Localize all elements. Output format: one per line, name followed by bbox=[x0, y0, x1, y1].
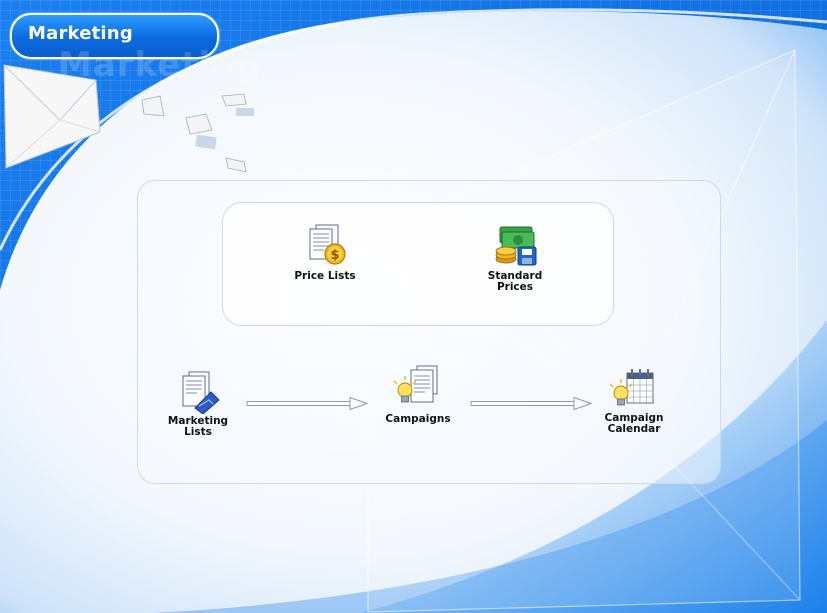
document-dollar-icon: $ bbox=[309, 224, 346, 265]
pricing-panel bbox=[222, 202, 614, 326]
svg-text:$: $ bbox=[330, 248, 339, 263]
campaign-calendar-tile[interactable]: Campaign Calendar bbox=[586, 367, 682, 435]
campaigns-tile[interactable]: Campaigns bbox=[370, 364, 466, 425]
calendar-lightbulb-icon bbox=[609, 369, 654, 406]
price-lists-label: Price Lists bbox=[294, 270, 356, 282]
marketing-lists-label: Marketing Lists bbox=[167, 415, 229, 438]
campaign-calendar-label: Campaign Calendar bbox=[604, 412, 664, 435]
standard-prices-label: Standard Prices bbox=[487, 270, 543, 293]
price-lists-tile[interactable]: $ Price Lists bbox=[277, 223, 373, 282]
arrow-right-icon bbox=[246, 396, 369, 411]
documents-lightbulb-icon bbox=[393, 365, 438, 403]
title-watermark: Marketing bbox=[58, 45, 262, 85]
arrow-right-icon bbox=[470, 396, 593, 411]
document-envelope-icon bbox=[182, 371, 220, 414]
standard-prices-tile[interactable]: Standard Prices bbox=[467, 223, 563, 293]
money-coins-disk-icon bbox=[495, 226, 537, 266]
marketing-lists-tile[interactable]: Marketing Lists bbox=[150, 370, 246, 438]
page-title: Marketing bbox=[28, 23, 133, 44]
campaigns-label: Campaigns bbox=[385, 413, 451, 425]
title-bar bbox=[10, 13, 219, 59]
